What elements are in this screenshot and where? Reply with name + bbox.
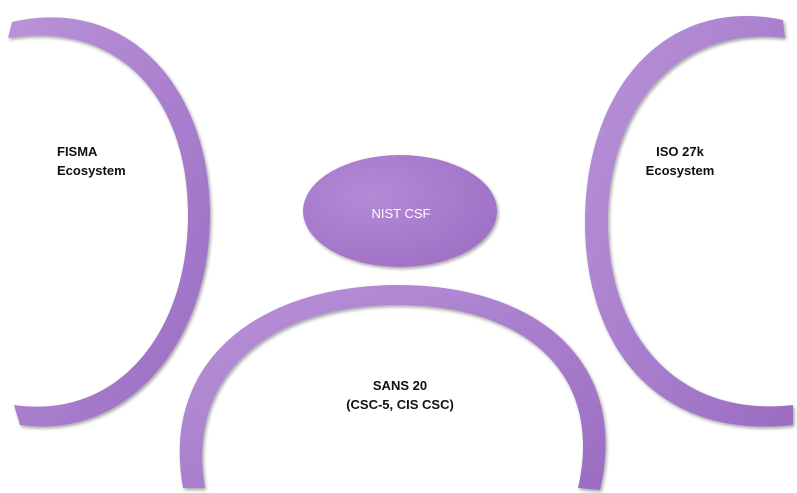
fisma-label: FISMA Ecosystem <box>57 142 126 180</box>
iso-arc <box>585 15 793 427</box>
nist-label: NIST CSF <box>371 205 431 221</box>
iso-label-line1: ISO 27k <box>656 144 704 159</box>
nist-ellipse <box>303 155 497 267</box>
fisma-label-line1: FISMA <box>57 144 98 159</box>
sans-label-line2: (CSC-5, CIS CSC) <box>346 397 454 412</box>
iso-label-line2: Ecosystem <box>645 163 715 178</box>
iso-label: ISO 27k Ecosystem <box>630 142 730 180</box>
fisma-label-line2: Ecosystem <box>57 163 126 178</box>
sans-label-line1: SANS 20 <box>372 378 428 393</box>
sans-label: SANS 20 (CSC-5, CIS CSC) <box>320 376 480 414</box>
fisma-arc <box>8 17 210 427</box>
